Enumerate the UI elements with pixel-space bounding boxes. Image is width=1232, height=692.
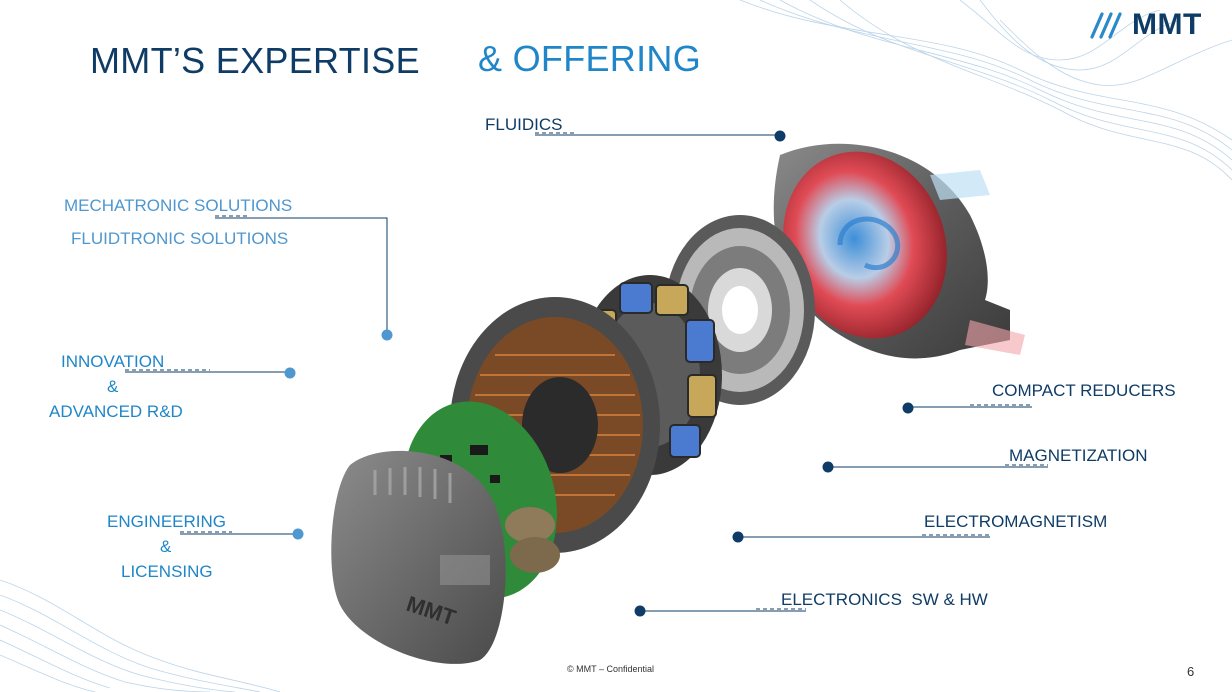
logo-slash-icon	[1090, 12, 1122, 39]
wave-decoration-top	[739, 0, 1232, 181]
label-fluidics: FLUIDICS	[485, 115, 563, 134]
label-electromagnetism: ELECTROMAGNETISM	[924, 512, 1108, 531]
end-cover: MMT	[331, 450, 506, 664]
label-licensing: LICENSING	[121, 562, 213, 581]
title-expertise: MMT’S EXPERTISE	[90, 40, 420, 81]
pump-housing	[773, 143, 1025, 359]
title-offering: & OFFERING	[478, 38, 702, 79]
label-fluidtronic-solutions: FLUIDTRONIC SOLUTIONS	[71, 229, 289, 248]
label-advanced-rd: ADVANCED R&D	[49, 402, 183, 421]
label-compact-reducers: COMPACT REDUCERS	[992, 381, 1176, 400]
label-innovation-ampersand: &	[107, 377, 119, 396]
mmt-logo: MMT	[1088, 8, 1202, 42]
label-magnetization: MAGNETIZATION	[1009, 446, 1148, 465]
footer-confidential: © MMT – Confidential	[567, 664, 654, 674]
wave-decoration-bottom	[0, 579, 281, 692]
label-engineering: ENGINEERING	[107, 512, 227, 531]
page-number: 6	[1187, 664, 1195, 679]
exploded-motor-illustration: MMT	[331, 143, 1025, 664]
label-engineering-ampersand: &	[160, 537, 172, 556]
label-innovation: INNOVATION	[61, 352, 165, 371]
label-mechatronic-solutions: MECHATRONIC SOLUTIONS	[64, 196, 293, 215]
label-electronics: ELECTRONICS SW & HW	[781, 590, 988, 609]
logo-text: MMT	[1132, 8, 1202, 41]
